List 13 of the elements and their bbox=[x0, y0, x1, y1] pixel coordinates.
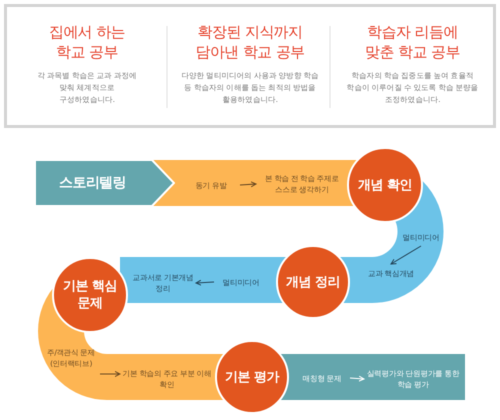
arrow bbox=[196, 280, 214, 286]
step-circle: 기본 핵심 문제 bbox=[52, 257, 128, 333]
arrow bbox=[240, 181, 256, 188]
arrow bbox=[390, 246, 422, 264]
panel-heading: 집에서 하는 학교 공부 bbox=[48, 22, 126, 62]
chevron-banner: 스토리텔링 bbox=[35, 160, 175, 206]
arrow bbox=[100, 371, 120, 377]
panel-heading: 학습자 리듬에 맞춘 학교 공부 bbox=[364, 22, 461, 62]
step-circle: 기본 평가 bbox=[215, 340, 289, 414]
step-circle: 개념 확인 bbox=[347, 147, 423, 223]
step-circle: 개념 정리 bbox=[276, 245, 350, 319]
panel-heading: 확장된 지식까지 담아낸 학교 공부 bbox=[194, 22, 306, 62]
arrow bbox=[350, 376, 364, 382]
